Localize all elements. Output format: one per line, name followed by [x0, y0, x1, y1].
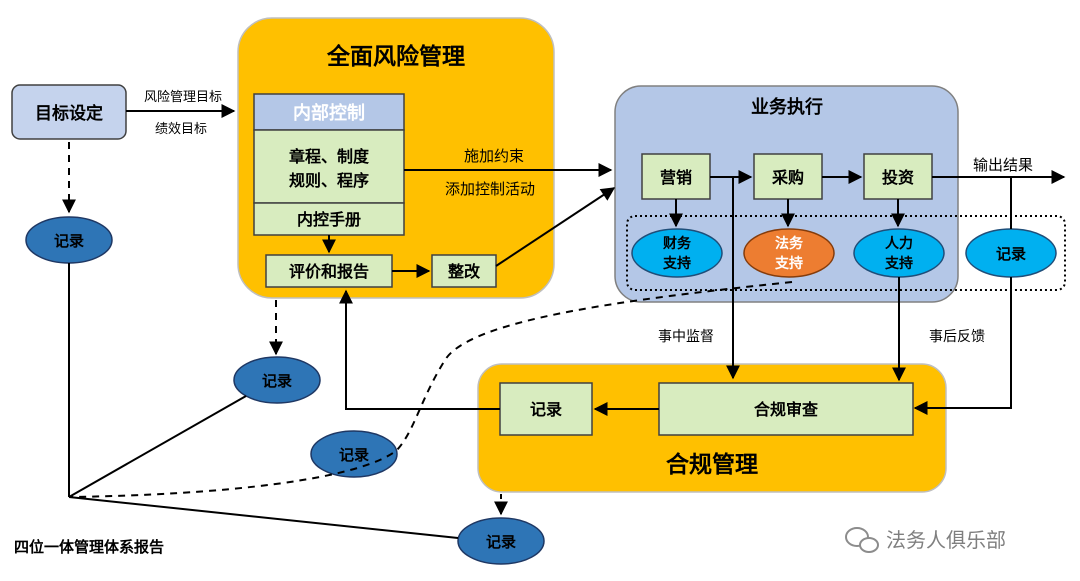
purchasing-label: 采购	[771, 168, 804, 187]
record-to-review-feedback	[913, 277, 1012, 415]
wechat-icon	[845, 527, 879, 553]
dashed-support-to-hub	[68, 281, 793, 498]
record-erm-ellipse	[233, 356, 321, 404]
compliance-title: 合规管理	[666, 451, 758, 478]
finance-support-line-1: 财务	[662, 235, 692, 252]
goal-label: 目标设定	[35, 103, 103, 124]
record-compliance-label: 记录	[486, 533, 516, 551]
legal-support-ellipse	[743, 228, 835, 278]
rules-line-2: 规则、程序	[289, 171, 369, 190]
hr-support-line-2: 支持	[884, 255, 913, 272]
record-compliance-ellipse	[457, 517, 545, 565]
marketing-label: 营销	[660, 168, 692, 187]
record-compliance-to-hub	[68, 496, 459, 539]
watermark-text: 法务人俱乐部	[886, 528, 1006, 552]
hr-support-line-1: 人力	[885, 235, 913, 252]
supervision-during-line	[726, 176, 740, 380]
goal-output-2: 绩效目标	[155, 122, 207, 137]
record-dashed-ellipse	[310, 430, 398, 478]
rectify-box	[431, 254, 497, 288]
investment-label: 投资	[882, 168, 914, 187]
rules-box	[253, 129, 405, 204]
compliance-record-label: 记录	[530, 400, 562, 419]
record-goal-label: 记录	[54, 232, 84, 250]
erm-title: 全面风险管理	[326, 43, 465, 70]
report-label: 四位一体管理体系报告	[14, 538, 164, 556]
internal-control-label: 内部控制	[293, 102, 365, 124]
constraint-label-1: 施加约束	[464, 147, 524, 165]
finance-support-line-2: 支持	[662, 255, 691, 272]
legal-support-line-2: 支持	[774, 255, 803, 272]
purchasing-box	[753, 153, 823, 200]
supervision-during-label: 事中监督	[658, 329, 714, 345]
output-label: 输出结果	[973, 156, 1033, 174]
compliance-record-box	[499, 382, 593, 436]
legal-support-line-1: 法务	[775, 235, 804, 252]
record-business-label: 记录	[996, 245, 1026, 263]
finance-support-ellipse	[631, 228, 723, 278]
goal-output-1: 风险管理目标	[144, 90, 222, 105]
supervision-after-label: 事后反馈	[929, 329, 985, 345]
compliance-to-eval-arrow	[339, 289, 500, 410]
rules-line-1: 章程、制度	[289, 147, 370, 166]
compliance-review-label: 合规审查	[754, 400, 818, 419]
evaluation-box	[265, 254, 393, 288]
compliance-review-box	[658, 382, 914, 436]
record-erm-to-hub	[68, 395, 247, 498]
support-dotted-frame	[626, 215, 1066, 291]
record-erm-label: 记录	[262, 372, 292, 390]
rectify-label: 整改	[447, 262, 481, 281]
evaluation-label: 评价和报告	[289, 262, 369, 281]
constraint-label-2: 添加控制活动	[445, 180, 535, 198]
business-title: 业务执行	[751, 96, 823, 118]
record-dashed-label: 记录	[339, 446, 369, 464]
manual-label: 内控手册	[297, 210, 361, 229]
rectify-to-business-arrow	[495, 187, 616, 267]
